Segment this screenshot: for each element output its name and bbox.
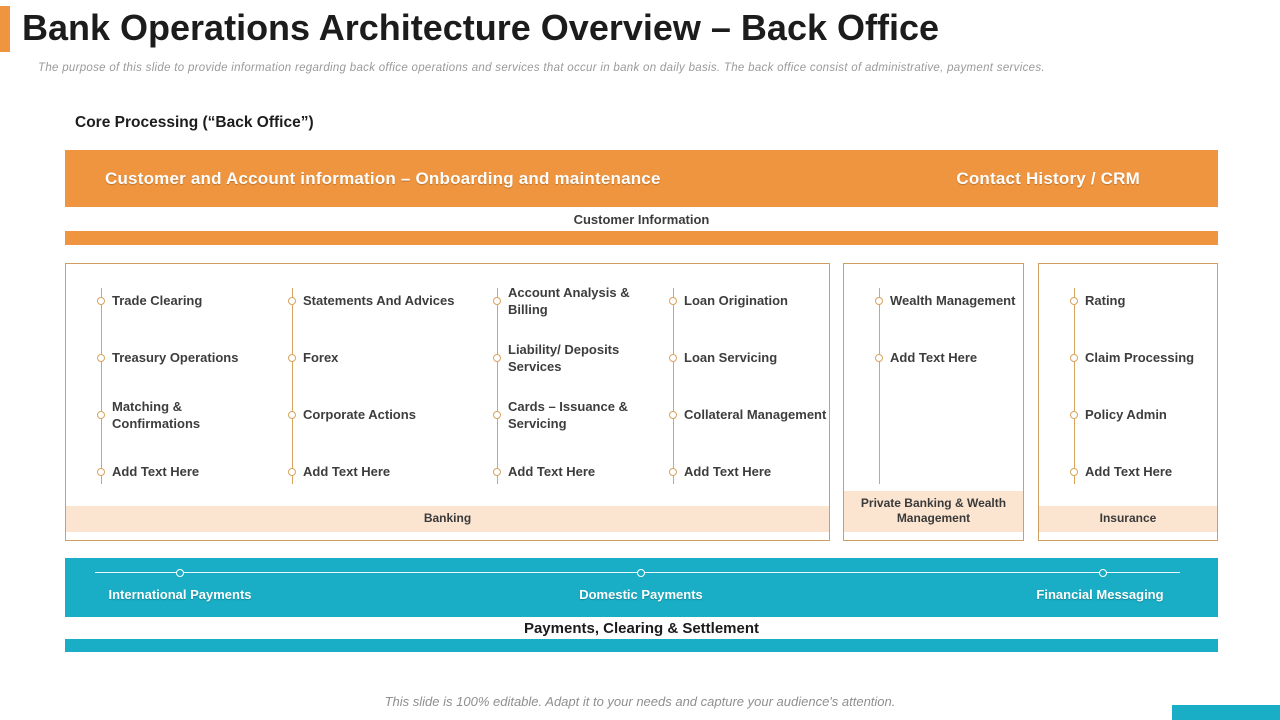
list-item: Cards – Issuance & Servicing bbox=[480, 387, 650, 444]
private-banking-column: Wealth Management Add Text Here bbox=[862, 273, 1017, 484]
list-item-label: Trade Clearing bbox=[112, 293, 203, 309]
list-item: Forex bbox=[275, 330, 475, 387]
group-label-insurance: Insurance bbox=[1039, 506, 1217, 532]
list-item: Trade Clearing bbox=[84, 273, 269, 330]
list-item-label: Account Analysis & Billing bbox=[508, 285, 630, 317]
list-item-label: Add Text Here bbox=[303, 464, 391, 480]
list-item-label: Forex bbox=[303, 350, 339, 366]
list-item-label: Add Text Here bbox=[508, 464, 596, 480]
page-subtitle: The purpose of this slide to provide inf… bbox=[38, 62, 1045, 74]
core-processing-banner: Customer and Account information – Onboa… bbox=[65, 150, 1218, 245]
list-item: Loan Servicing bbox=[656, 330, 831, 387]
list-item-label: Add Text Here bbox=[112, 464, 200, 480]
banking-column-3: Account Analysis & Billing Liability/ De… bbox=[480, 273, 650, 501]
list-item-label: Add Text Here bbox=[1085, 464, 1173, 480]
list-item-label: Collateral Management bbox=[684, 407, 827, 423]
list-item: Add Text Here bbox=[862, 330, 1017, 387]
list-item-label: Cards – Issuance & Servicing bbox=[508, 399, 628, 431]
group-box-private-banking: Wealth Management Add Text Here Private … bbox=[843, 263, 1024, 541]
group-box-insurance: Rating Claim Processing Policy Admin Add… bbox=[1038, 263, 1218, 541]
payments-clearing-settlement-strip: Payments, Clearing & Settlement bbox=[65, 617, 1218, 639]
list-item: Treasury Operations bbox=[84, 330, 269, 387]
banner-orange-bar: Customer and Account information – Onboa… bbox=[65, 150, 1218, 207]
list-item-label: Add Text Here bbox=[684, 464, 772, 480]
payments-teal-bar: International Payments Domestic Payments… bbox=[65, 558, 1218, 617]
list-item-label: Policy Admin bbox=[1085, 407, 1167, 423]
section-heading: Core Processing (“Back Office”) bbox=[75, 114, 314, 131]
list-item-label: Liability/ Deposits Services bbox=[508, 342, 620, 374]
payments-label-international: International Payments bbox=[108, 587, 252, 602]
corner-decoration bbox=[1172, 705, 1280, 720]
list-item: Rating bbox=[1057, 273, 1212, 330]
list-item-label: Matching & Confirmations bbox=[112, 399, 201, 431]
list-item: Add Text Here bbox=[84, 444, 269, 501]
banner-orange-thin-bar bbox=[65, 231, 1218, 245]
timeline-dot-icon bbox=[1099, 568, 1107, 577]
list-item: Add Text Here bbox=[656, 444, 831, 501]
list-item: Add Text Here bbox=[1057, 444, 1212, 501]
list-item-label: Wealth Management bbox=[890, 293, 1016, 309]
list-item: Loan Origination bbox=[656, 273, 831, 330]
list-item-label: Treasury Operations bbox=[112, 350, 239, 366]
group-label-banking: Banking bbox=[66, 506, 829, 532]
timeline-dot-icon bbox=[176, 568, 184, 577]
footer-note: This slide is 100% editable. Adapt it to… bbox=[384, 694, 896, 709]
group-label-private-banking: Private Banking & Wealth Management bbox=[844, 490, 1023, 532]
list-item: Account Analysis & Billing bbox=[480, 273, 650, 330]
banking-column-4: Loan Origination Loan Servicing Collater… bbox=[656, 273, 831, 501]
payments-label-domestic: Domestic Payments bbox=[579, 587, 703, 602]
list-item-label: Loan Origination bbox=[684, 293, 788, 309]
banner-label-contact-history: Contact History / CRM bbox=[956, 168, 1140, 188]
banking-column-1: Trade Clearing Treasury Operations Match… bbox=[84, 273, 269, 501]
list-item: Add Text Here bbox=[275, 444, 475, 501]
list-item: Add Text Here bbox=[480, 444, 650, 501]
timeline-dot-icon bbox=[637, 568, 645, 577]
banking-column-2: Statements And Advices Forex Corporate A… bbox=[275, 273, 475, 501]
list-item-label: Statements And Advices bbox=[303, 293, 455, 309]
list-item-label: Loan Servicing bbox=[684, 350, 778, 366]
list-item: Matching & Confirmations bbox=[84, 387, 269, 444]
list-item: Liability/ Deposits Services bbox=[480, 330, 650, 387]
list-item: Policy Admin bbox=[1057, 387, 1212, 444]
list-item-label: Rating bbox=[1085, 293, 1126, 309]
banner-label-customer-account: Customer and Account information – Onboa… bbox=[105, 168, 661, 188]
list-item-label: Claim Processing bbox=[1085, 350, 1195, 366]
list-item-label: Corporate Actions bbox=[303, 407, 416, 423]
payments-banner: International Payments Domestic Payments… bbox=[65, 558, 1218, 652]
list-item-label: Add Text Here bbox=[890, 350, 978, 366]
insurance-column: Rating Claim Processing Policy Admin Add… bbox=[1057, 273, 1212, 501]
list-item: Statements And Advices bbox=[275, 273, 475, 330]
list-item: Claim Processing bbox=[1057, 330, 1212, 387]
payments-label-financial-messaging: Financial Messaging bbox=[1036, 587, 1164, 602]
page-title: Bank Operations Architecture Overview – … bbox=[22, 7, 940, 48]
payments-teal-thin-bar bbox=[65, 639, 1218, 652]
group-box-banking: Trade Clearing Treasury Operations Match… bbox=[65, 263, 830, 541]
customer-information-strip: Customer Information bbox=[65, 207, 1218, 231]
list-item: Wealth Management bbox=[862, 273, 1017, 330]
list-item: Collateral Management bbox=[656, 387, 831, 444]
title-accent-bar bbox=[0, 6, 10, 52]
list-item: Corporate Actions bbox=[275, 387, 475, 444]
